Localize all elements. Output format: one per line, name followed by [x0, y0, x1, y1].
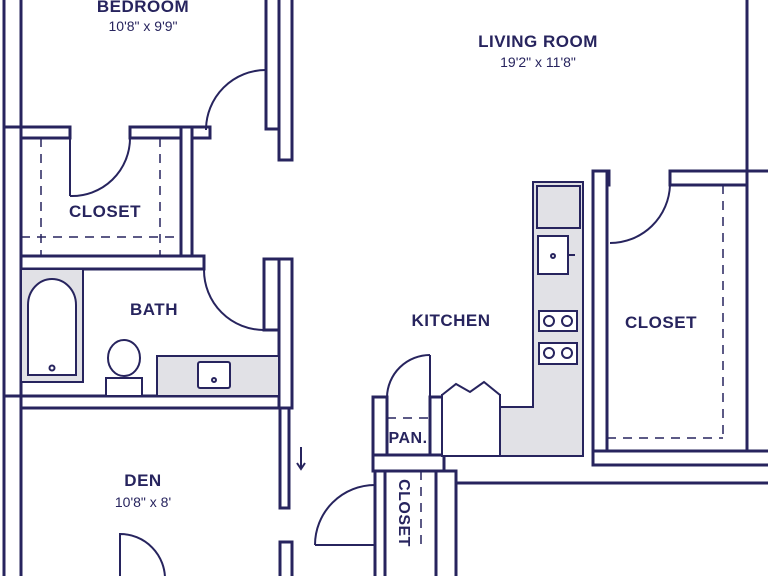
door-den-swing [119, 532, 166, 576]
wall-closet-living-bottom [591, 449, 768, 467]
wall-pantry-left [371, 395, 389, 457]
kitchen-sink-drain [550, 253, 556, 259]
wall-den-left [2, 394, 23, 576]
kitchen-upper-cabinet [536, 185, 581, 229]
bedroom-dims: 10'8" x 9'9" [109, 18, 178, 34]
wall-bedroom-left [2, 0, 23, 132]
wall-bedroom-right-upper [264, 0, 281, 131]
wall-closet-right [179, 125, 194, 271]
door-living-closet-swing [609, 184, 671, 244]
vanity-sink [197, 361, 231, 389]
toilet-tank [105, 377, 143, 397]
doors [69, 69, 671, 576]
bath-fixtures [20, 268, 280, 397]
wall-hall-closet-left [373, 469, 387, 576]
den-entry-arrow-head [296, 462, 306, 471]
kitchen-fixtures [441, 181, 584, 457]
bedroom-closet-name: CLOSET [69, 202, 141, 221]
wall-closet-bottom [2, 254, 206, 271]
kitchen-name: KITCHEN [411, 311, 490, 330]
wall-living-right [745, 0, 768, 188]
wall-exterior-left [2, 125, 23, 429]
stove-burner-2 [561, 315, 573, 327]
wall-bath-right [277, 257, 294, 410]
refrigerator [441, 380, 501, 457]
room-labels: BEDROOM 10'8" x 9'9" LIVING ROOM 19'2" x… [69, 0, 697, 547]
wall-lower-right [454, 481, 768, 576]
wall-bedroom-bottom-right [128, 125, 212, 140]
bath-name: BATH [130, 300, 178, 319]
den-name: DEN [124, 471, 161, 490]
stove-burner-1 [543, 315, 555, 327]
stove-burner-3 [543, 347, 555, 359]
toilet-bowl [107, 339, 141, 377]
wall-living-left-upper [277, 0, 294, 162]
vanity-drain [211, 377, 217, 383]
door-bath-swing [203, 269, 265, 331]
living-closet-name: CLOSET [625, 313, 697, 332]
wall-closet-living-left [591, 169, 609, 467]
door-pantry-swing [386, 354, 431, 398]
wall-closet-living-right [745, 169, 768, 467]
wall-living-bottom-right [668, 169, 768, 187]
living-room-dims: 19'2" x 11'8" [500, 54, 576, 70]
wall-den-right-upper [278, 406, 291, 510]
wall-hall-closet-right [434, 469, 458, 576]
living-room-name: LIVING ROOM [478, 32, 598, 51]
closet-shelves [21, 138, 724, 550]
wall-den-right-lower [278, 540, 294, 576]
bedroom-name: BEDROOM [97, 0, 189, 16]
wall-bath-bottom [2, 394, 294, 410]
door-bedroom-closet-swing [69, 137, 131, 198]
door-hall-closet-swing [314, 484, 376, 546]
stove-burner-4 [561, 347, 573, 359]
pantry-name: PAN. [388, 430, 427, 447]
hall-closet-name: CLOSET [395, 479, 412, 547]
bathtub-drain [48, 364, 56, 372]
door-bedroom-swing [205, 69, 267, 131]
wall-pantry-bottom [371, 453, 446, 473]
den-dims: 10'8" x 8' [115, 494, 171, 510]
bathtub-basin [27, 278, 77, 376]
